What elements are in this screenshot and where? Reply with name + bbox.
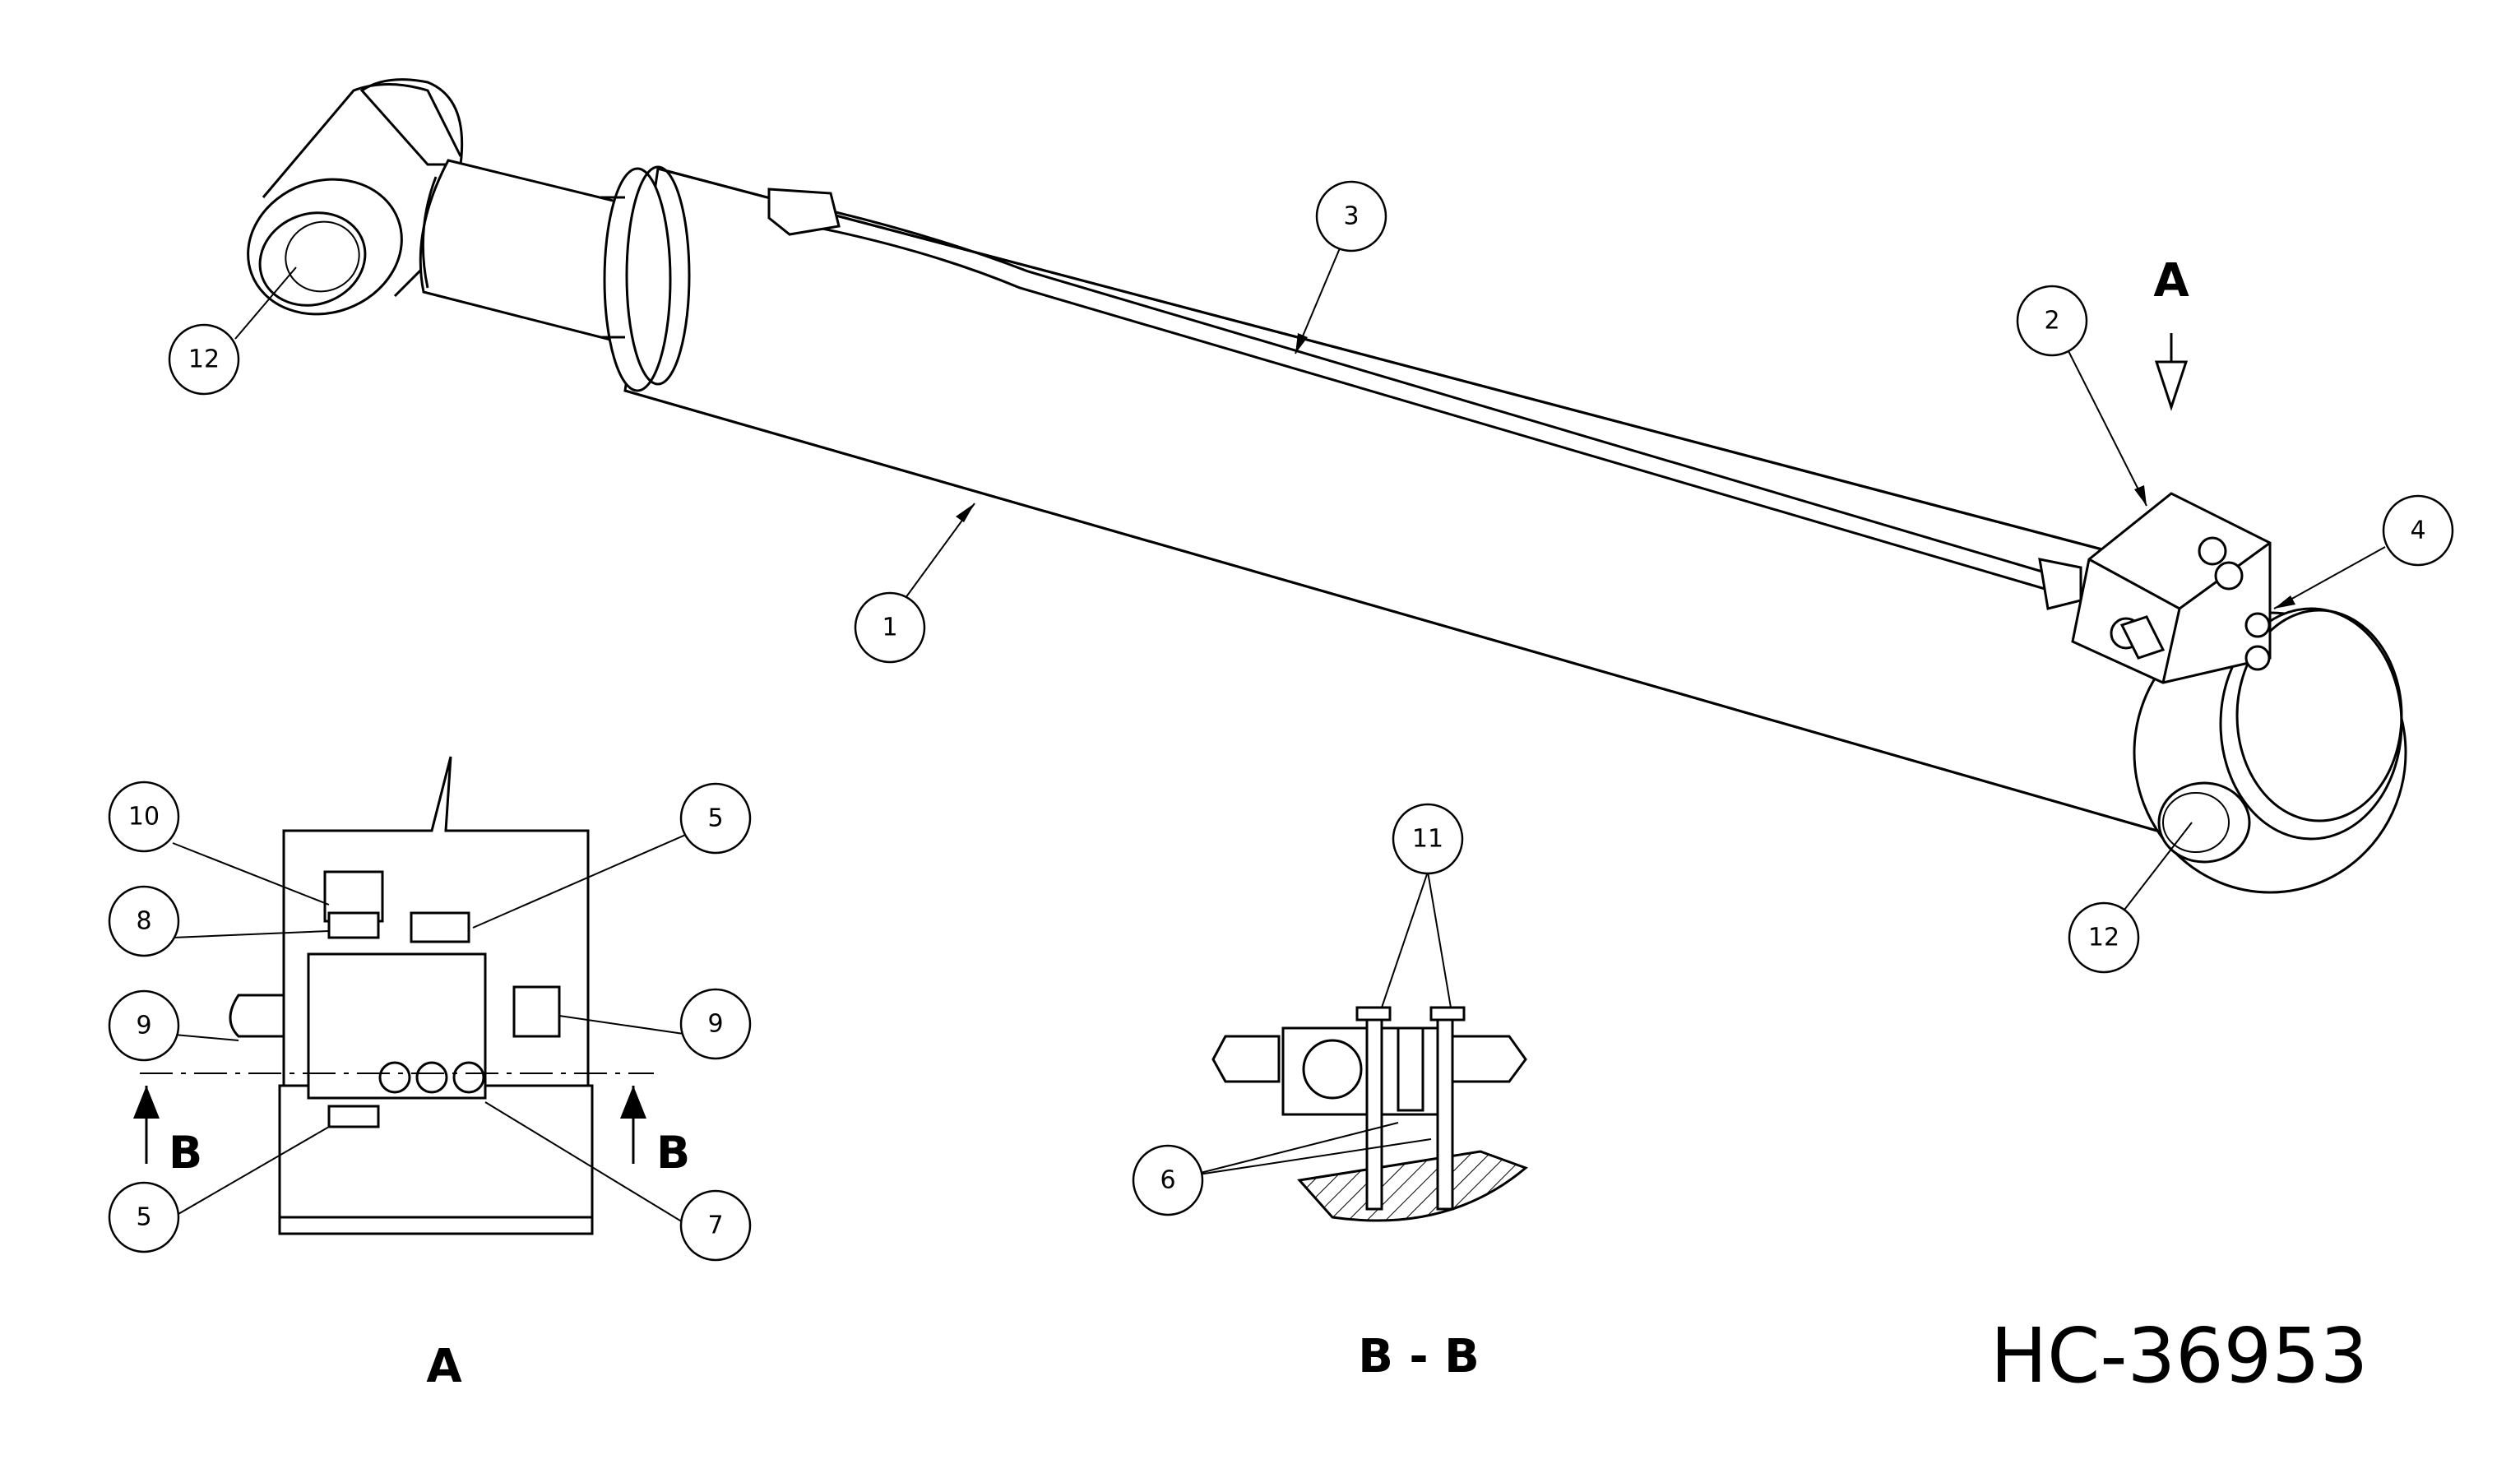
view-arrow-a xyxy=(2154,333,2189,411)
valve-block xyxy=(2071,492,2272,684)
callout-a-8: 8 xyxy=(108,885,180,957)
cylinder-assembly xyxy=(247,78,2407,894)
hydraulic-tube xyxy=(767,188,2082,610)
svg-text:8: 8 xyxy=(136,907,151,936)
svg-text:4: 4 xyxy=(2410,517,2425,545)
callout-b-6: 6 xyxy=(1132,1144,1204,1216)
svg-text:6: 6 xyxy=(1160,1166,1175,1195)
cylinder-barrel xyxy=(600,165,2173,836)
callout-4: 4 xyxy=(2382,494,2454,567)
svg-text:1: 1 xyxy=(882,614,897,642)
callout-3: 3 xyxy=(1315,180,1387,252)
drawing-number: HC-36953 xyxy=(1990,1312,2368,1400)
svg-text:5: 5 xyxy=(136,1203,151,1232)
rod-eye xyxy=(247,78,464,316)
callout-12-rod-eye: 12 xyxy=(168,323,240,396)
detail-view-label: A xyxy=(426,1340,462,1393)
svg-text:9: 9 xyxy=(136,1012,151,1040)
callout-b-11: 11 xyxy=(1392,803,1464,875)
callout-a-9-left: 9 xyxy=(108,989,180,1062)
callout-a-7: 7 xyxy=(679,1189,752,1262)
view-arrow-a-label: A xyxy=(2153,254,2189,308)
section-marker-left: B xyxy=(169,1127,202,1179)
callout-12-base: 12 xyxy=(2068,901,2140,974)
svg-text:7: 7 xyxy=(707,1212,723,1240)
svg-text:9: 9 xyxy=(707,1010,723,1039)
detail-view-a xyxy=(133,756,696,1235)
svg-text:12: 12 xyxy=(188,345,220,374)
callout-1: 1 xyxy=(854,591,926,664)
svg-text:2: 2 xyxy=(2044,307,2059,336)
svg-text:10: 10 xyxy=(128,803,160,832)
callout-2: 2 xyxy=(2016,285,2088,357)
section-view-label: B - B xyxy=(1358,1330,1480,1383)
callout-a-9-right: 9 xyxy=(679,988,752,1060)
callout-a-5-bottom: 5 xyxy=(108,1181,180,1253)
section-view-bb xyxy=(1187,871,1528,1222)
callout-a-10: 10 xyxy=(108,781,180,853)
svg-text:12: 12 xyxy=(2088,924,2119,952)
svg-text:3: 3 xyxy=(1343,202,1359,231)
callout-a-5-top: 5 xyxy=(679,782,752,855)
main-leaders xyxy=(234,238,2386,914)
section-marker-right: B xyxy=(656,1127,690,1179)
svg-text:5: 5 xyxy=(707,804,723,833)
piston-rod xyxy=(419,159,635,343)
svg-text:11: 11 xyxy=(1412,825,1443,854)
